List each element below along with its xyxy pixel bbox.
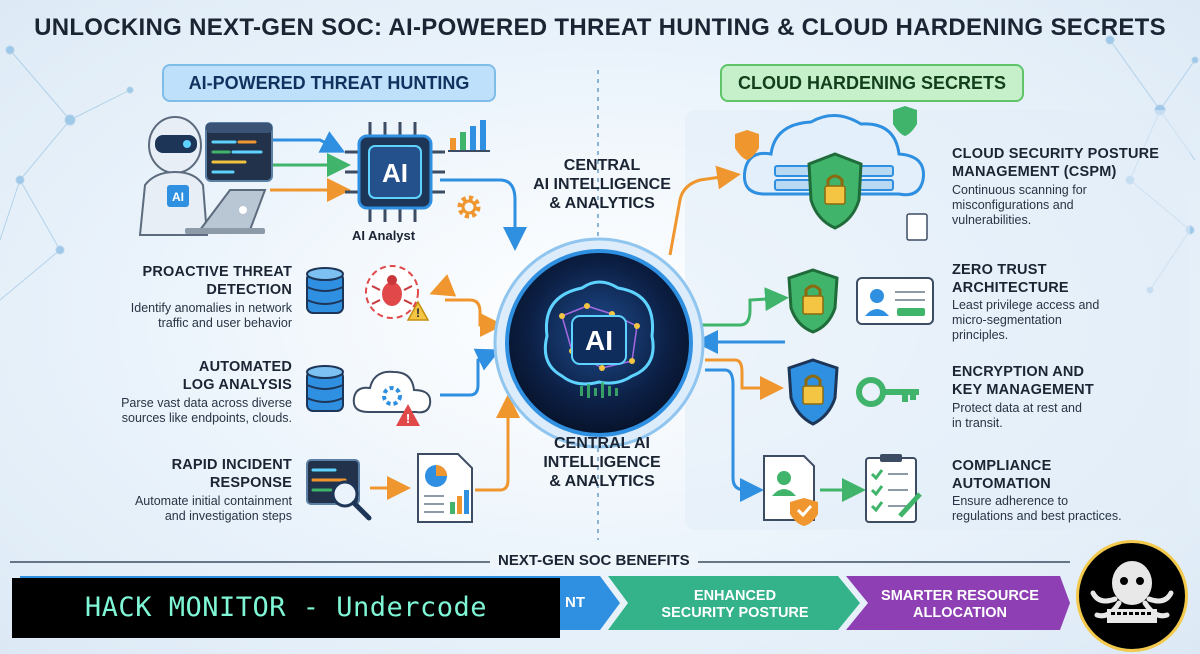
compliance-checklist-icon [763, 454, 922, 526]
report-document-icon [417, 453, 473, 523]
cloud-gear-alert-icon: ! [352, 370, 432, 426]
central-intelligence-bottom-label: CENTRAL AI INTELLIGENCE & ANALYTICS [543, 435, 661, 490]
encryption-shield-key-icon [787, 358, 919, 426]
threat-hunting-header: AI-POWERED THREAT HUNTING [162, 64, 496, 102]
hack-monitor-watermark: HACK MONITOR - Undercode [12, 578, 560, 638]
benefits-label: NEXT-GEN SOC BENEFITS [490, 552, 698, 569]
svg-text:!: ! [416, 306, 420, 320]
robot-ai-badge: AI [172, 190, 184, 204]
log-database-icon [306, 365, 344, 412]
zero-trust-shield-id-icon [787, 268, 934, 334]
ai-chip-label: AI [382, 158, 408, 188]
page-title: UNLOCKING NEXT-GEN SOC: AI-POWERED THREA… [34, 14, 1166, 41]
database-icon [306, 267, 344, 314]
code-window-icon [205, 122, 273, 182]
brain-ai-label: AI [585, 325, 613, 356]
central-ai-brain: AI [493, 237, 705, 449]
benefit-chevron-3 [846, 576, 1070, 630]
bug-alert-icon: ! [365, 265, 430, 321]
svg-text:!: ! [406, 411, 410, 426]
benefit-chevron-2 [608, 576, 860, 630]
ai-analyst-label: AI Analyst [352, 228, 416, 243]
ai-chip-icon: AI [345, 122, 445, 222]
central-intelligence-top-label: CENTRAL AI INTELLIGENCE & ANALYTICS [533, 157, 671, 212]
cloud-hardening-header: CLOUD HARDENING SECRETS [720, 64, 1024, 102]
benefit-1-label: NT [565, 594, 585, 611]
bar-chart-icon [448, 120, 490, 152]
log-search-icon [306, 459, 372, 521]
cloud-shield-cspm-icon [735, 106, 928, 241]
gear-icon [457, 195, 481, 219]
ai-robot-illustration: AI [138, 116, 267, 236]
octopus-logo [1076, 540, 1188, 652]
